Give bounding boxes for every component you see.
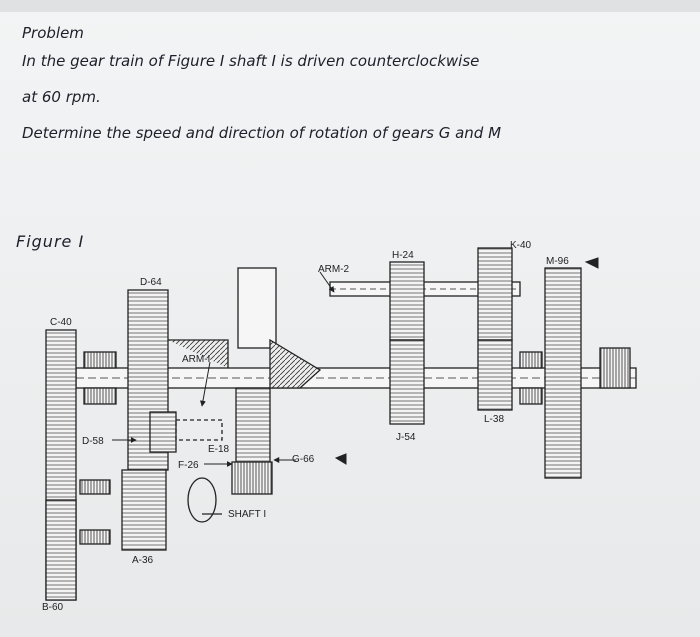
gear-e18-shaft: [175, 419, 223, 441]
label-h24: H-24: [392, 250, 414, 261]
gear-k40: [477, 247, 513, 341]
top-edge: [0, 0, 700, 12]
label-arm1: ARM-I: [182, 354, 210, 365]
figure-caption: Figure I: [16, 232, 85, 251]
shaft-right-bearing: [599, 347, 631, 389]
label-shaft1: SHAFT I: [228, 509, 266, 520]
label-c40: C-40: [50, 317, 72, 328]
label-k40: K-40: [510, 240, 532, 251]
bearing-b-bottom: [79, 529, 111, 545]
bearing-mid-bottom: [519, 387, 543, 405]
bearing-left-bottom: [83, 387, 117, 405]
label-l38: L-38: [484, 414, 504, 425]
gear-l38: [477, 339, 513, 411]
label-arm2: ARM-2: [318, 264, 350, 275]
gear-e18: [149, 411, 177, 453]
label-m96: M-96: [546, 256, 569, 267]
bearing-left-top: [83, 351, 117, 369]
label-f26: F-26: [178, 460, 199, 471]
gear-g66: [231, 461, 273, 495]
carrier-upper: [237, 267, 277, 349]
problem-line-2: at 60 rpm.: [22, 88, 101, 106]
problem-line-1: In the gear train of Figure I shaft I is…: [22, 52, 480, 70]
label-d64: D-64: [140, 277, 162, 288]
problem-line-3: Determine the speed and direction of rot…: [22, 124, 502, 142]
gear-j54: [389, 339, 425, 425]
label-e18: E-18: [208, 444, 230, 455]
label-d58: D-58: [82, 436, 104, 447]
gear-m96: [544, 267, 582, 479]
carrier-hatch: [269, 338, 322, 389]
label-g66: G-66: [292, 454, 315, 465]
problem-title: Problem: [22, 24, 84, 42]
arm1-housing: [168, 339, 229, 368]
label-b60: B-60: [42, 602, 64, 613]
gear-h24: [389, 261, 425, 341]
shaft1-crank: [187, 477, 217, 523]
bearing-mid-top: [519, 351, 543, 369]
bearing-b-top: [79, 479, 111, 495]
label-a36: A-36: [132, 555, 154, 566]
gear-b60: [45, 499, 77, 601]
gear-f26: [235, 387, 271, 465]
label-j54: J-54: [396, 432, 416, 443]
gear-a36: [121, 469, 167, 551]
